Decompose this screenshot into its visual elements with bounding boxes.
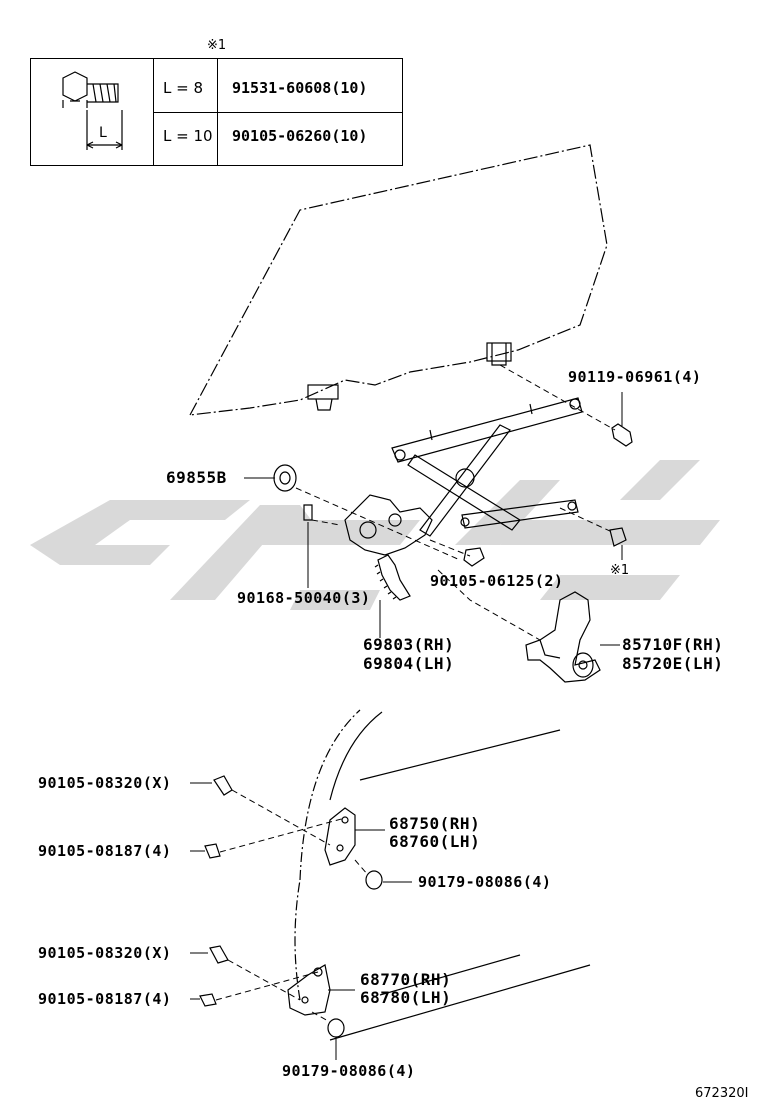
- callout-69804-lh: 69804(LH): [363, 654, 455, 673]
- callout-upper-90105-08187: 90105-08187(4): [38, 842, 172, 860]
- nut-lower-icon: [327, 1018, 345, 1038]
- bolt-90168-icon: [303, 504, 313, 521]
- bolt-upper-a-icon: [213, 775, 233, 796]
- window-regulator: [344, 397, 583, 601]
- callout-85710f-rh: 85710F(RH): [622, 635, 724, 654]
- callout-69855b: 69855B: [166, 468, 227, 487]
- callout-upper-90179-08086: 90179-08086(4): [418, 873, 552, 891]
- callout-68750-rh: 68750(RH): [389, 814, 481, 833]
- callout-90119-06961: 90119-06961(4): [568, 368, 702, 386]
- nut-69855b-icon: [273, 464, 297, 492]
- bolt-90105-06125-icon: [463, 547, 485, 567]
- callout-68760-lh: 68760(LH): [389, 832, 481, 851]
- bolt-mark1-icon: [609, 527, 627, 547]
- callout-68780-lh: 68780(LH): [360, 988, 452, 1007]
- upper-hinge: [324, 807, 356, 866]
- callout-lower-90105-08320: 90105-08320(X): [38, 944, 172, 962]
- bolt-diagram-icon: [62, 71, 123, 150]
- callout-85720e-lh: 85720E(LH): [622, 654, 724, 673]
- callout-68770-rh: 68770(RH): [360, 970, 452, 989]
- table-row-2-part: 90105-06260(10): [232, 127, 368, 145]
- callout-mark-1: ※1: [610, 563, 630, 578]
- bolt-90119-icon: [611, 423, 633, 447]
- callout-lower-90179-08086: 90179-08086(4): [282, 1062, 416, 1080]
- table-row-1-length: L = 8: [163, 79, 204, 97]
- table-row-2-length: L = 10: [163, 127, 213, 145]
- regulator-motor: [525, 591, 601, 683]
- callout-69803-rh: 69803(RH): [363, 635, 455, 654]
- figure-id: 672320I: [695, 1086, 749, 1101]
- callout-lower-90105-08187: 90105-08187(4): [38, 990, 172, 1008]
- door-frame: [294, 709, 591, 1041]
- nut-upper-icon: [365, 870, 383, 890]
- dimension-label: L: [99, 125, 107, 141]
- table-row-1-part: 91531-60608(10): [232, 79, 368, 97]
- door-glass-outline: [188, 144, 608, 416]
- bolt-upper-b-icon: [204, 843, 221, 859]
- callout-90105-06125: 90105-06125(2): [430, 572, 564, 590]
- glass-clip: [307, 342, 512, 411]
- lower-hinge: [287, 964, 331, 1016]
- callout-upper-90105-08320: 90105-08320(X): [38, 774, 172, 792]
- bolt-length-table: L = 8 91531-60608(10) L = 10 90105-06260…: [30, 58, 403, 166]
- callout-90168-50040: 90168-50040(3): [237, 589, 371, 607]
- bolt-lower-b-icon: [199, 993, 217, 1007]
- bolt-lower-a-icon: [209, 945, 229, 964]
- table-header-mark: ※1: [207, 38, 227, 53]
